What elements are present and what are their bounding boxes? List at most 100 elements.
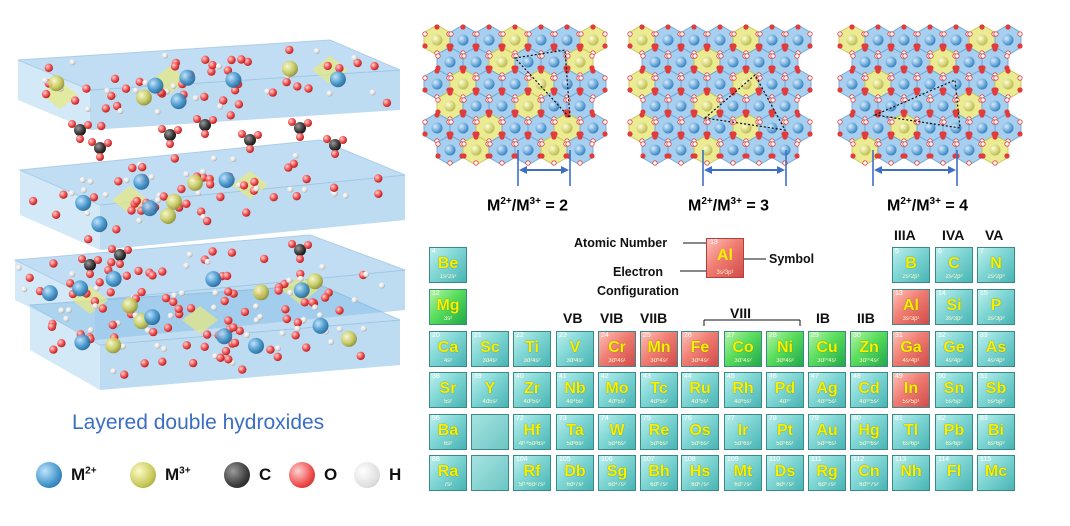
atomic-number: 5: [895, 248, 899, 255]
element-symbol: Au: [816, 422, 838, 439]
atomic-number: 47: [811, 373, 819, 380]
element-symbol: Cr: [608, 339, 626, 356]
atomic-number: 83: [980, 415, 988, 422]
legend-charge-m2: 2+: [85, 465, 97, 477]
electron-configuration: 3d4s²: [482, 358, 498, 364]
element-symbol: Ga: [900, 339, 922, 356]
electron-configuration: 6s²6p²: [945, 441, 963, 447]
legend-item-o: O: [289, 462, 337, 488]
electron-configuration: 3d¹⁰4s¹: [817, 358, 837, 364]
atomic-number: 40: [516, 373, 524, 380]
element-symbol: Sb: [985, 380, 1007, 397]
atomic-number: 82: [938, 415, 946, 422]
atomic-number: 76: [684, 415, 692, 422]
atomic-number: 38: [432, 373, 440, 380]
element-symbol: Mo: [605, 380, 629, 397]
electron-configuration: 4d¹⁰: [779, 399, 791, 405]
electron-configuration: 4d⁸5s¹: [734, 399, 752, 405]
element-symbol: Ra: [437, 463, 459, 480]
key-element-cell: 13 Al 3s²3p¹: [706, 238, 744, 278]
electron-configuration: 6d⁶7s²: [691, 482, 709, 488]
element-symbol: Hf: [523, 422, 541, 439]
atomic-number: 48: [853, 373, 861, 380]
group-label-ib: IB: [816, 310, 830, 326]
atomic-number: 26: [684, 332, 692, 339]
electron-configuration: 3d⁶4s²: [691, 358, 709, 364]
electron-configuration: 3d⁷4s²: [734, 358, 752, 364]
element-symbol: V: [569, 339, 581, 356]
electron-configuration: 6d⁴7s²: [608, 482, 626, 488]
atomic-number: 78: [769, 415, 777, 422]
element-symbol: Fe: [690, 339, 710, 356]
electron-configuration: 6s²6p¹: [902, 441, 920, 447]
electron-configuration: 4f¹⁴5d²6s²: [518, 441, 546, 447]
electron-configuration: 7s²: [443, 482, 453, 488]
atomic-number: 25: [643, 332, 651, 339]
electron-configuration: 3s²3p²: [945, 316, 963, 322]
legend-label-m3: M: [165, 465, 180, 484]
electron-configuration: 2s²2p¹: [902, 274, 920, 280]
element-symbol: Bh: [648, 463, 670, 480]
electron-configuration: 5d¹⁰6s²: [859, 441, 879, 447]
atomic-number: 15: [980, 290, 988, 297]
element-symbol: Be: [437, 255, 459, 272]
element-symbol: Mg: [436, 297, 460, 314]
electron-configuration: 4s²: [443, 358, 453, 364]
electron-configuration: 4s²4p¹: [902, 358, 920, 364]
element-symbol: Nh: [900, 463, 922, 480]
key-symbol: Al: [717, 247, 733, 264]
electron-configuration: 6s²6p³: [987, 441, 1005, 447]
electron-configuration: 6d⁸7s²: [776, 482, 794, 488]
key-label-symbol: Symbol: [769, 252, 815, 266]
element-symbol: Cn: [858, 463, 880, 480]
group-label-iva: IVA: [942, 227, 965, 243]
atomic-number: 74: [601, 415, 609, 422]
element-symbol: Hs: [689, 463, 711, 480]
element-symbol: In: [903, 380, 919, 397]
element-symbol: Al: [903, 297, 919, 314]
element-symbol: Ba: [437, 422, 459, 439]
element-symbol: P: [990, 297, 1002, 314]
electron-configuration: 3d²4s²: [523, 358, 541, 364]
electron-configuration: 3d⁵4s¹: [608, 358, 626, 364]
atomic-number: 72: [516, 415, 524, 422]
element-symbol: Pt: [777, 422, 793, 439]
element-symbol: Rf: [523, 463, 541, 480]
electron-configuration: 5d⁴6s²: [608, 441, 626, 447]
atomic-number: 50: [938, 373, 946, 380]
element-symbol: As: [985, 339, 1007, 356]
atomic-number: 56: [432, 415, 440, 422]
atomic-number: 41: [559, 373, 567, 380]
element-symbol: Si: [946, 297, 962, 314]
legend-charge-m3: 3+: [179, 465, 191, 477]
element-symbol: Ds: [774, 463, 796, 480]
atomic-number: 23: [559, 332, 567, 339]
atomic-number: 7: [980, 248, 984, 255]
element-symbol: Cu: [816, 339, 838, 356]
ratio-label-3: M2+/M3+ = 3: [688, 196, 770, 215]
